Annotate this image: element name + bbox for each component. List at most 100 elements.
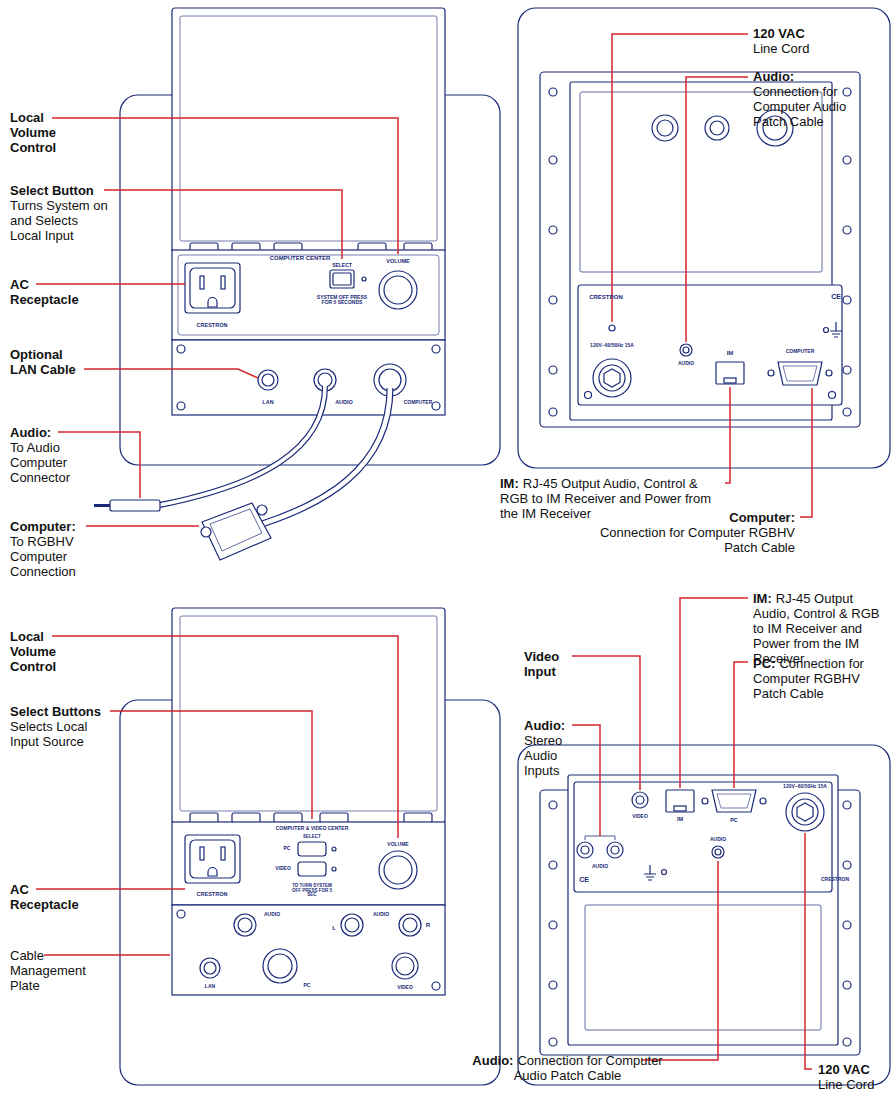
callout-label: Optional LAN Cable xyxy=(10,347,90,377)
screw xyxy=(549,296,557,304)
led xyxy=(362,277,366,281)
power-inlet xyxy=(786,793,824,831)
callout-text: Stereo Audio Inputs xyxy=(524,733,568,778)
callout-label: 120 VACLine Cord xyxy=(753,26,883,56)
outlet-slot xyxy=(200,847,204,860)
screw xyxy=(829,392,836,399)
rca-jack xyxy=(607,842,623,858)
leader-line xyxy=(52,118,398,254)
rj45-port xyxy=(666,790,694,812)
callout-text: To RGBHV Computer Connection xyxy=(10,534,100,579)
screw xyxy=(549,88,557,96)
callout-label: IM:RJ-45 Output Audio, Control & RGB to … xyxy=(753,591,888,666)
callout-label: Audio:Stereo Audio Inputs xyxy=(524,718,568,778)
leader-lines xyxy=(36,34,812,1069)
panel-marking: AUDIO xyxy=(678,361,694,366)
screw xyxy=(843,1038,851,1046)
panel-marking: VIDEO xyxy=(632,814,648,819)
callout-heading: IM: xyxy=(500,476,519,491)
grommet-inner xyxy=(379,369,401,391)
screw xyxy=(549,408,557,416)
screw xyxy=(549,801,557,809)
port-screw xyxy=(702,798,708,804)
screw xyxy=(549,156,557,164)
panel-marking: 120V~60/50Hz 15A xyxy=(783,784,827,789)
select-button xyxy=(298,862,326,876)
callout-text: Selects Local Input Source xyxy=(10,719,110,749)
callout-label: Local Volume Control xyxy=(10,629,85,674)
rca-jack-inner xyxy=(581,846,589,854)
screw xyxy=(843,981,851,989)
panel-marking: IM xyxy=(677,817,683,823)
grommet-inner xyxy=(238,918,252,932)
screw xyxy=(843,296,851,304)
callout-label: Audio:To Audio Computer Connector xyxy=(10,425,100,485)
panel-marking: PC xyxy=(304,983,311,988)
panel-marking: CRESTRON xyxy=(589,294,623,300)
screw xyxy=(549,226,557,234)
callout-heading: Audio: xyxy=(524,718,568,733)
screw xyxy=(177,402,185,410)
panel-marking: CE xyxy=(579,876,589,883)
ac-receptacle-face xyxy=(190,268,235,308)
power-inlet-hex xyxy=(797,803,813,821)
ac-receptacle xyxy=(185,263,240,313)
grommet-inner xyxy=(396,957,414,975)
panel-marking: CRESTRON xyxy=(821,877,849,882)
port-screw xyxy=(760,798,766,804)
screw xyxy=(432,345,440,353)
callout-text: Cable Management Plate xyxy=(10,948,88,993)
callout-heading: Audio: xyxy=(472,1053,513,1068)
power-inlet-ring xyxy=(792,799,818,825)
knockout-inner xyxy=(710,121,724,135)
knockout-inner xyxy=(657,120,673,136)
panel-marking: L xyxy=(332,925,336,931)
audio-jack xyxy=(715,849,721,855)
ac-receptacle xyxy=(185,835,240,883)
panel-marking: CRESTRON xyxy=(197,323,228,329)
panel-marking: AUDIO xyxy=(264,912,280,917)
callout-heading: Local Volume Control xyxy=(10,110,85,155)
computer-cable-core xyxy=(262,388,390,524)
rj45-notch xyxy=(724,378,736,383)
outlet-slot xyxy=(200,276,204,289)
grommet-inner xyxy=(204,962,216,974)
rj45-notch xyxy=(674,806,686,811)
ground-symbol xyxy=(830,322,842,337)
callout-heading: Computer: xyxy=(590,510,795,525)
leader-line xyxy=(734,662,748,788)
callout-heading: Select Buttons xyxy=(10,704,110,719)
panel-marking: SYSTEM OFF PRESS FOR 5 SECONDS xyxy=(313,295,371,306)
panel-marking: IM xyxy=(727,350,734,356)
volume-knob xyxy=(379,271,417,309)
callout-text: Connection for Computer RGBHV Patch Cabl… xyxy=(590,525,795,555)
panel-marking: LAN xyxy=(262,400,273,406)
vga-connector xyxy=(202,503,271,560)
select-button xyxy=(330,270,354,288)
callout-heading: 120 VAC xyxy=(818,1062,893,1077)
jack-bracket xyxy=(585,836,615,840)
callout-heading: Audio: xyxy=(753,69,883,84)
knockout xyxy=(652,115,678,141)
panel-marking: COMPUTER xyxy=(404,400,433,405)
led xyxy=(332,867,336,871)
panel-marking: AUDIO xyxy=(710,837,726,842)
rca-jack-inner xyxy=(636,796,644,804)
screw xyxy=(549,861,557,869)
panel-marking: COMPUTER CENTER xyxy=(270,255,331,261)
grommet xyxy=(200,958,220,978)
grommet-inner xyxy=(318,373,332,387)
floor-box-frame xyxy=(518,745,890,1085)
power-inlet-ring xyxy=(599,365,625,391)
leader-line xyxy=(58,432,140,498)
callout-label: AC Receptacle xyxy=(10,882,95,912)
thumbscrew xyxy=(257,505,267,515)
panel-marking: 120V~60/50Hz 15A xyxy=(590,343,634,348)
callout-heading: PC: xyxy=(753,656,775,671)
cable-plate xyxy=(172,905,445,995)
leader-line xyxy=(686,77,748,342)
leader-line xyxy=(36,283,185,285)
callout-label: Select ButtonTurns System on and Selects… xyxy=(10,183,110,243)
callout-label: Computer:To RGBHV Computer Connection xyxy=(10,519,100,579)
